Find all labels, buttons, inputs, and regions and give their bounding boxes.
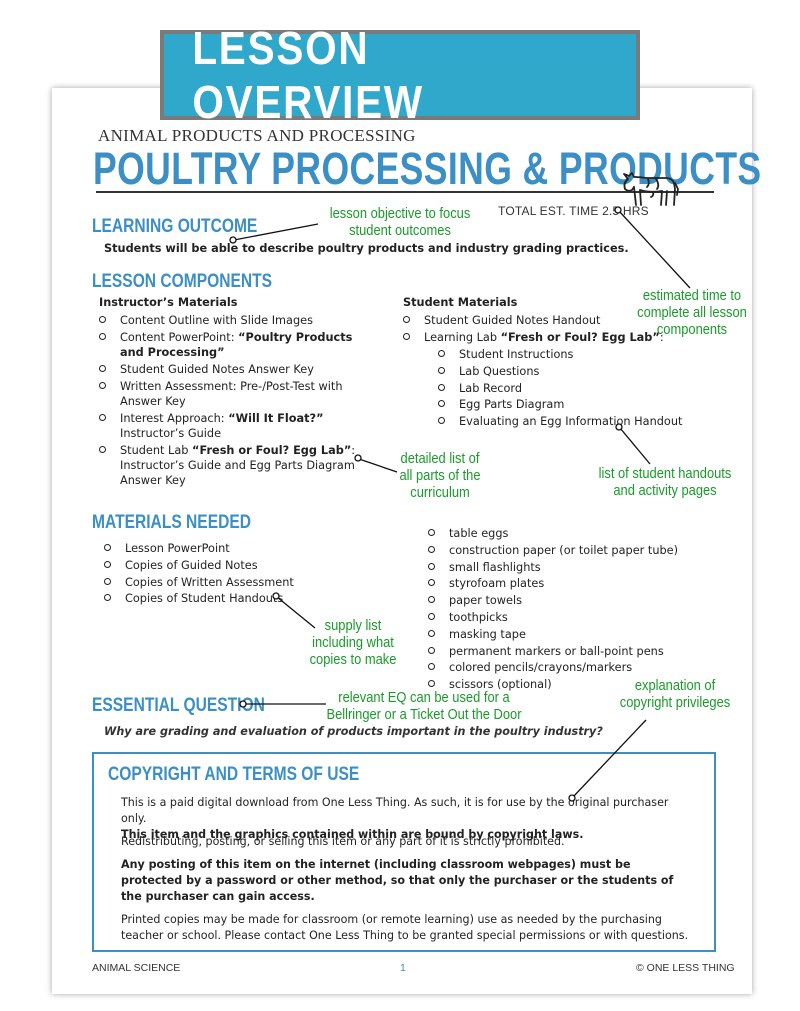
list-item: Lab Record [438, 381, 718, 396]
materials-left-list: Lesson PowerPoint Copies of Guided Notes… [104, 541, 324, 608]
lesson-components-heading: LESSON COMPONENTS [92, 271, 273, 292]
materials-right-list: table eggs construction paper (or toilet… [428, 526, 718, 694]
banner-text: LESSON OVERVIEW [192, 22, 424, 128]
list-item: table eggs [428, 526, 718, 541]
list-item: scissors (optional) [428, 677, 718, 692]
list-item: Egg Parts Diagram [438, 397, 718, 412]
student-materials-heading: Student Materials [403, 296, 518, 309]
copyright-box: COPYRIGHT AND TERMS OF USE This is a pai… [92, 752, 716, 952]
unit-subtitle: ANIMAL PRODUCTS AND PROCESSING [98, 126, 416, 145]
instructor-materials-heading: Instructor’s Materials [99, 296, 238, 309]
list-item: styrofoam plates [428, 576, 718, 591]
essential-question-text: Why are grading and evaluation of produc… [104, 725, 603, 738]
copyright-heading: COPYRIGHT AND TERMS OF USE [108, 764, 360, 785]
copyright-paragraph-2: Redistributing, posting, or selling this… [121, 835, 565, 848]
title-divider [96, 191, 714, 193]
list-item: permanent markers or ball-point pens [428, 644, 718, 659]
materials-needed-heading: MATERIALS NEEDED [92, 512, 251, 533]
copyright-paragraph-4: Printed copies may be made for classroom… [121, 913, 689, 942]
list-item: masking tape [428, 627, 718, 642]
list-item: Copies of Student Handouts [104, 591, 324, 606]
student-lab-sublist: Student Instructions Lab Questions Lab R… [438, 347, 718, 431]
learning-outcome-text: Students will be able to describe poultr… [104, 242, 629, 255]
list-item: Content Outline with Slide Images [99, 313, 375, 328]
list-item: Student Guided Notes Handout [403, 313, 703, 328]
list-item: small flashlights [428, 560, 718, 575]
list-item: Learning Lab “Fresh or Foul? Egg Lab”: [403, 330, 703, 345]
copyright-paragraph-1: This is a paid digital download from One… [121, 796, 669, 841]
page-title: POULTRY PROCESSING & PRODUCTS [93, 143, 762, 194]
cow-icon [623, 172, 679, 206]
list-item: Copies of Guided Notes [104, 558, 324, 573]
list-item: Lesson PowerPoint [104, 541, 324, 556]
footer-left: ANIMAL SCIENCE [92, 962, 181, 974]
list-item: paper towels [428, 593, 718, 608]
list-item: colored pencils/crayons/markers [428, 660, 718, 675]
list-item: toothpicks [428, 610, 718, 625]
learning-outcome-heading: LEARNING OUTCOME [92, 216, 258, 237]
list-item: construction paper (or toilet paper tube… [428, 543, 718, 558]
list-item: Evaluating an Egg Information Handout [438, 414, 718, 429]
list-item: Student Lab “Fresh or Foul? Egg Lab”: In… [99, 443, 375, 488]
essential-question-heading: ESSENTIAL QUESTION [92, 695, 265, 716]
copyright-paragraph-3: Any posting of this item on the internet… [121, 858, 674, 903]
list-item: Content PowerPoint: “Poultry Products an… [99, 330, 375, 360]
list-item: Copies of Written Assessment [104, 575, 324, 590]
list-item: Student Instructions [438, 347, 718, 362]
list-item: Written Assessment: Pre-/Post-Test with … [99, 379, 375, 409]
footer-right: © ONE LESS THING [636, 962, 735, 974]
page-number: 1 [400, 962, 406, 974]
instructor-materials-list: Content Outline with Slide Images Conten… [99, 313, 375, 490]
lesson-overview-banner: LESSON OVERVIEW [160, 22, 640, 128]
estimated-time: TOTAL EST. TIME 2.5 HRS [498, 204, 649, 218]
list-item: Lab Questions [438, 364, 718, 379]
list-item: Interest Approach: “Will It Float?” Inst… [99, 411, 375, 441]
list-item: Student Guided Notes Answer Key [99, 362, 375, 377]
student-materials-list: Student Guided Notes Handout Learning La… [403, 313, 703, 347]
